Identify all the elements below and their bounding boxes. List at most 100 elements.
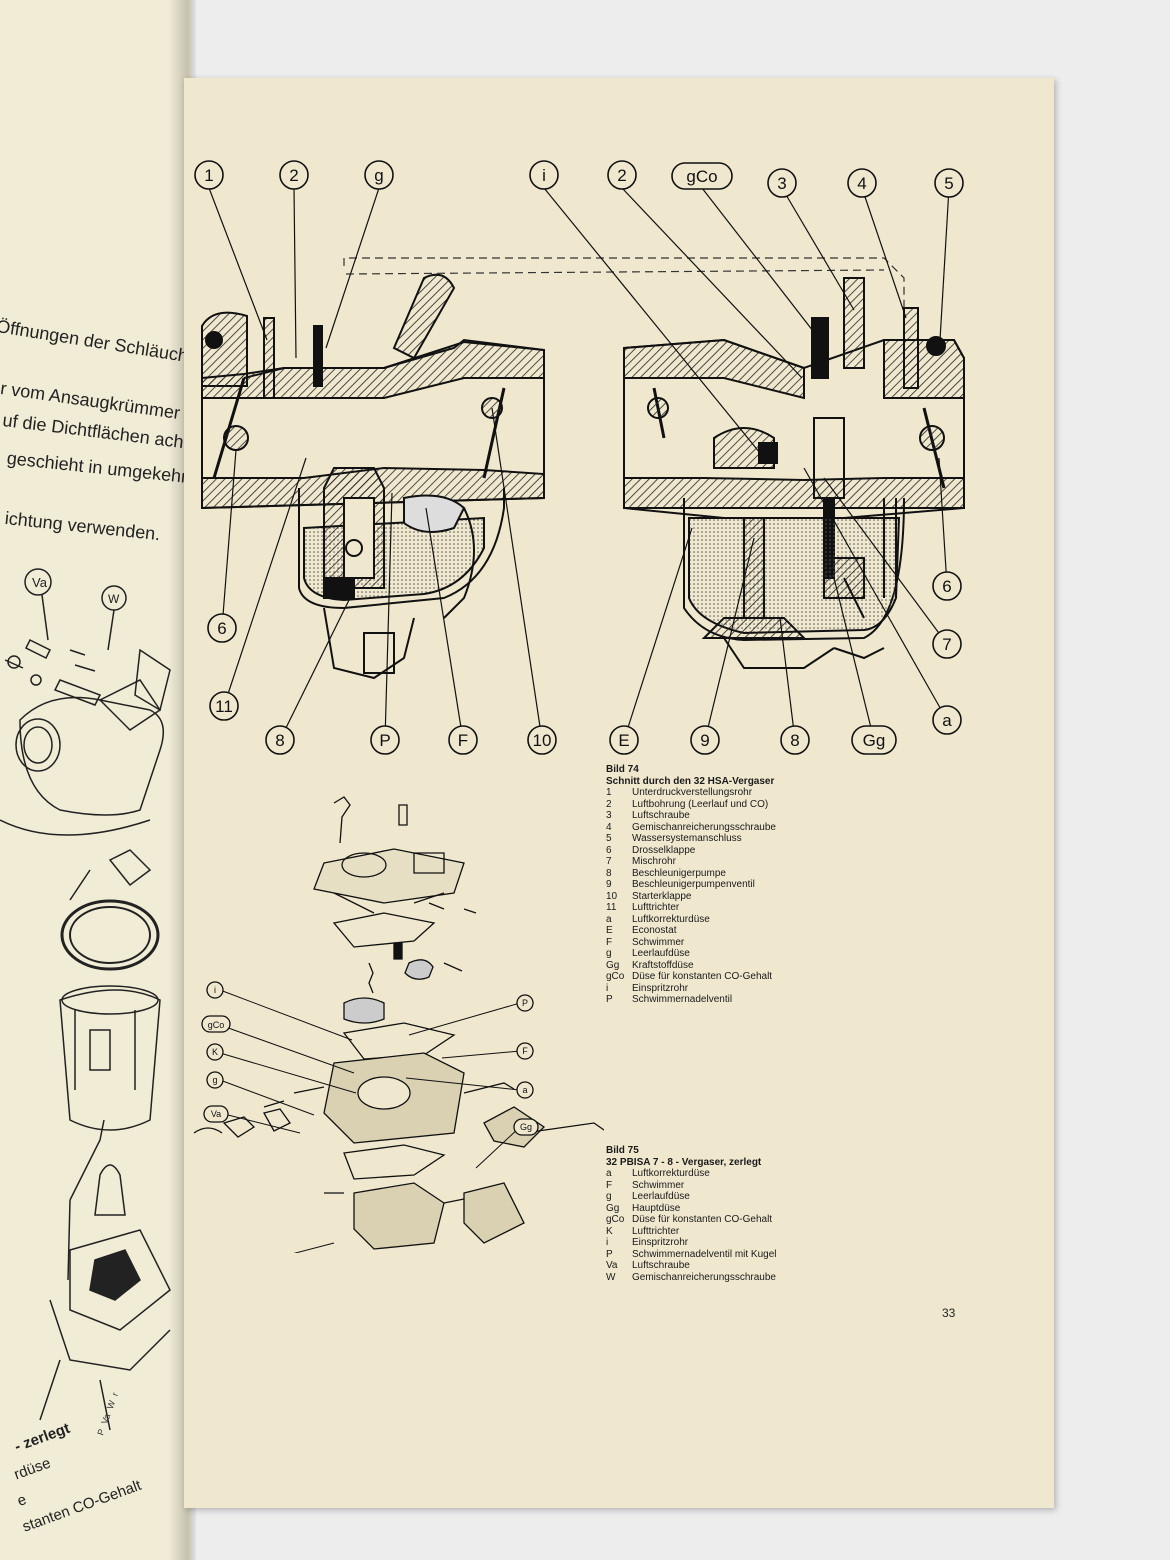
legend-key: 11	[606, 902, 617, 913]
legend-entry: gCo Düse für konstanten CO-Gehalt	[606, 1214, 866, 1226]
legend-key: K	[606, 1225, 613, 1237]
fig74-label-5: 5	[944, 174, 953, 193]
legend-key: F	[606, 1179, 613, 1191]
legend-text: Luftbohrung (Leerlauf und CO)	[632, 798, 769, 810]
legend-key: g	[606, 948, 612, 959]
legend-text: Kraftstoffdüse	[632, 959, 694, 971]
legend-entry: Gg Hauptdüse	[606, 1203, 866, 1215]
legend-entry: 6 Drosselklappe	[606, 845, 866, 857]
fig74-label-e: E	[618, 731, 629, 750]
legend-text: Schwimmer	[632, 936, 685, 948]
fig74-label-7: 7	[942, 635, 951, 654]
legend-text: Luftkorrekturdüse	[632, 1168, 710, 1179]
left-bottom-line-1: - zerlegt	[12, 1420, 72, 1456]
legend-text: Schwimmernadelventil mit Kugel	[632, 1248, 777, 1260]
legend-text: Schwimmernadelventil	[632, 994, 733, 1005]
legend-key: g	[606, 1191, 612, 1202]
legend-text: Düse für konstanten CO-Gehalt	[632, 971, 773, 982]
figure-75-caption: Bild 75 32 PBISA 7 - 8 - Vergaser, zerle…	[606, 1145, 866, 1283]
legend-key: 6	[606, 844, 612, 856]
left-callout-va: Va	[32, 575, 48, 590]
legend-key: P	[606, 994, 613, 1005]
fig74-label-8b: 8	[790, 731, 799, 750]
legend-text: Luftschraube	[632, 1260, 690, 1271]
legend-text: Gemischanreicherungsschraube	[632, 1271, 776, 1283]
legend-key: Gg	[606, 1202, 620, 1214]
left-page: Öffnungen der Schläuche r vom Ansaugkrüm…	[0, 0, 192, 1560]
legend-key: 7	[606, 856, 612, 867]
figure-75-title: Bild 75	[606, 1145, 639, 1156]
legend-key: W	[606, 1271, 616, 1283]
fig75-label-p: P	[522, 998, 528, 1008]
legend-key: 1	[606, 787, 612, 798]
legend-text: Düse für konstanten CO-Gehalt	[632, 1214, 773, 1225]
fig74-label-gco: gCo	[686, 167, 717, 186]
left-bottom-line-2: rdüse	[12, 1455, 53, 1484]
fig74-label-10: 10	[533, 731, 552, 750]
legend-entry: F Schwimmer	[606, 937, 866, 949]
legend-entry: Va Luftschraube	[606, 1260, 866, 1272]
legend-key: P	[606, 1248, 613, 1260]
legend-text: Unterdruckverstellungsrohr	[632, 787, 753, 798]
legend-text: Hauptdüse	[632, 1202, 681, 1214]
fig74-label-6-left: 6	[217, 619, 226, 638]
fig74-label-6-right: 6	[942, 577, 951, 596]
fig74-label-2b: 2	[617, 166, 626, 185]
legend-entry: 1 Unterdruckverstellungsrohr	[606, 787, 866, 799]
legend-key: a	[606, 1168, 612, 1179]
legend-text: Einspritzrohr	[632, 982, 689, 994]
legend-text: Luftkorrekturdüse	[632, 913, 710, 925]
legend-text: Einspritzrohr	[632, 1237, 689, 1248]
legend-entry: gCo Düse für konstanten CO-Gehalt	[606, 971, 866, 983]
legend-entry: 4 Gemischanreicherungsschraube	[606, 822, 866, 834]
legend-entry: P Schwimmernadelventil mit Kugel	[606, 1249, 866, 1261]
fig74-label-9: 9	[700, 731, 709, 750]
left-callout-w: W	[108, 592, 120, 606]
legend-text: Econostat	[632, 925, 677, 936]
legend-key: 4	[606, 821, 612, 833]
fig74-label-4: 4	[857, 174, 866, 193]
legend-key: a	[606, 913, 612, 925]
fig74-label-2: 2	[289, 166, 298, 185]
left-side-letter-r: r	[110, 1391, 120, 1397]
fig75-label-gg: Gg	[520, 1122, 532, 1132]
legend-key: 8	[606, 867, 612, 879]
right-page: 1 2 g i 2 gCo 3 4 5 6 7 a 6 11 8 P F 10 …	[184, 78, 1054, 1508]
exploded-parts-illustration: Va W P Va W r - zerlegt rdüse e stanten …	[0, 568, 171, 1536]
fig75-label-a: a	[522, 1085, 527, 1095]
legend-text: Beschleunigerpumpe	[632, 867, 726, 879]
fig74-label-f: F	[458, 731, 468, 750]
legend-text: Leerlaufdüse	[632, 1191, 690, 1202]
fig75-label-g: g	[212, 1075, 217, 1085]
legend-text: Wassersystemanschluss	[632, 833, 742, 844]
figure-74-caption: Bild 74 Schnitt durch den 32 HSA-Vergase…	[606, 764, 866, 1006]
fig74-label-8: 8	[275, 731, 284, 750]
fig75-label-va: Va	[211, 1109, 221, 1119]
legend-entry: 5 Wassersystemanschluss	[606, 833, 866, 845]
fig75-label-gco: gCo	[208, 1020, 225, 1030]
legend-text: Gemischanreicherungsschraube	[632, 821, 776, 833]
legend-text: Drosselklappe	[632, 844, 696, 856]
fig75-label-f: F	[522, 1046, 528, 1056]
fig74-label-p: P	[379, 731, 390, 750]
legend-key: Va	[606, 1260, 618, 1271]
legend-entry: g Leerlaufdüse	[606, 1191, 866, 1203]
legend-key: gCo	[606, 971, 625, 982]
legend-key: F	[606, 936, 613, 948]
legend-key: 5	[606, 833, 612, 844]
fig75-label-k: K	[212, 1047, 218, 1057]
legend-entry: P Schwimmernadelventil	[606, 994, 866, 1006]
left-bottom-line-4: stanten CO-Gehalt	[20, 1477, 144, 1536]
legend-key: gCo	[606, 1214, 625, 1225]
left-side-letter-p: P	[95, 1428, 106, 1437]
